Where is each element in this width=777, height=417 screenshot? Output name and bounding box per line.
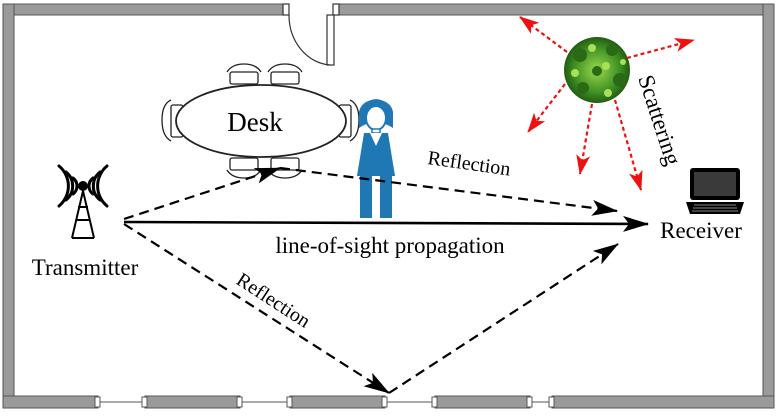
laptop-icon [686,168,744,214]
scatter-arrow [576,103,594,175]
top-wall-left [2,3,284,16]
reflection-path-lower-incident [123,223,390,394]
antenna-tower-icon [57,164,109,239]
reflection-path-lower-reflected [388,243,619,394]
bottom-wall-segment [434,395,531,409]
scatter-arrow [527,83,566,133]
desk-label: Desk [227,107,283,137]
reflection-label-upper: Reflection [426,147,512,180]
scatter-arrow [519,16,568,53]
window-strips [94,396,555,408]
line-of-sight-path [123,215,649,232]
scatter-arrow [626,38,695,60]
bottom-wall-segment [2,395,99,409]
scattering-label: Scattering [633,72,686,169]
reflection-label-lower: Reflection [232,269,314,333]
right-wall [762,3,775,409]
bottom-wall-segment [144,395,241,409]
line-of-sight-label: line-of-sight propagation [275,233,505,258]
room-walls [2,3,775,409]
desk-icon [161,63,360,179]
top-wall-right [337,3,775,16]
transmitter-label: Transmitter [32,255,139,280]
scatter-arrow [613,99,643,191]
person-icon [357,99,395,218]
left-wall [2,3,15,409]
bottom-wall-segment [289,395,386,409]
scattering-arrows [519,16,695,191]
reflection-path-upper-incident [123,166,281,221]
receiver-label: Receiver [660,218,742,243]
plant-icon [564,37,630,103]
bottom-wall-segment [551,395,775,409]
door-icon [282,3,340,66]
reflection-path-upper-reflected [279,166,618,216]
propagation-paths [123,166,649,394]
